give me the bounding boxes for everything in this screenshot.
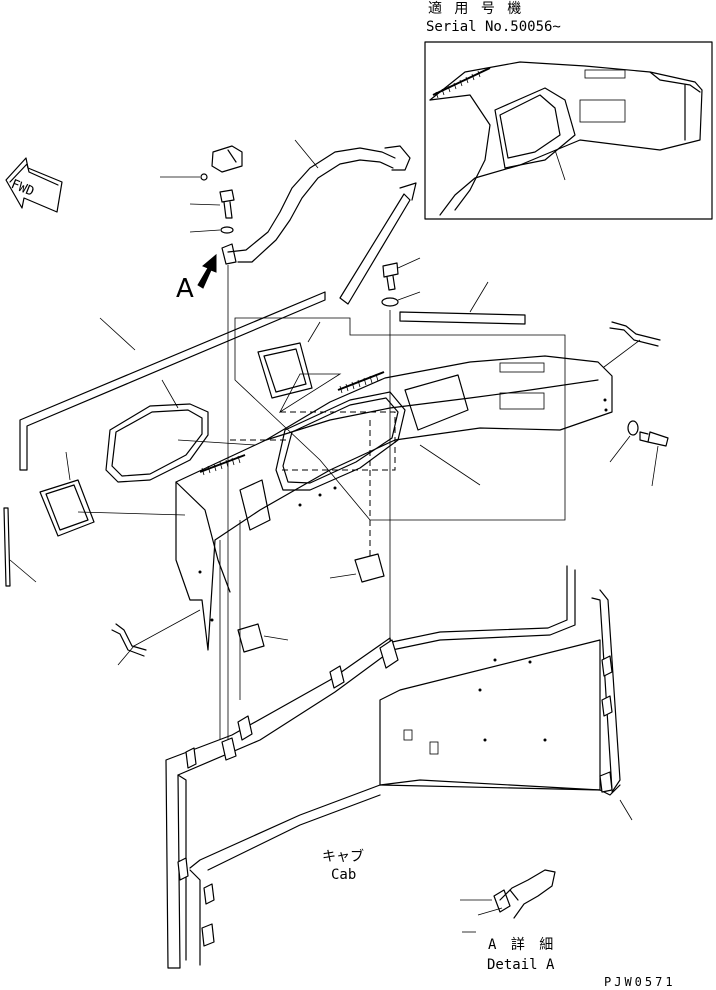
bent-rod-right bbox=[599, 321, 661, 371]
inset-detail bbox=[424, 41, 713, 220]
edge-strip bbox=[3, 507, 37, 587]
fwd-arrow-icon bbox=[5, 157, 63, 213]
cab-label-en: Cab bbox=[331, 867, 357, 883]
serial-label-en: Serial No.50056~ bbox=[426, 19, 561, 35]
center-bolts bbox=[381, 257, 421, 307]
rod-arrow bbox=[339, 182, 417, 305]
seal-strip bbox=[399, 281, 526, 325]
long-bar bbox=[19, 291, 326, 471]
seal-frames bbox=[39, 321, 342, 537]
hidden-lines bbox=[230, 411, 396, 560]
detail-a-sketch bbox=[460, 869, 556, 933]
assembly-lines bbox=[219, 265, 391, 745]
view-a-label: A bbox=[176, 274, 194, 304]
air-duct-hose bbox=[221, 139, 411, 265]
view-arrow-icon bbox=[197, 253, 217, 289]
cab-label-jp: キャブ bbox=[322, 849, 364, 865]
right-fasteners bbox=[609, 420, 669, 487]
cab-frame bbox=[165, 565, 633, 969]
pads bbox=[237, 553, 385, 653]
serial-label-jp: 適 用 号 機 bbox=[428, 1, 524, 17]
cab-panel bbox=[175, 317, 613, 651]
drawing-number: PJW0571 bbox=[604, 975, 676, 989]
lower-clip bbox=[111, 609, 201, 666]
detail-a-label-jp: A 詳 細 bbox=[488, 937, 557, 953]
clip-and-bolts bbox=[160, 145, 243, 234]
detail-a-label-en: Detail A bbox=[487, 957, 555, 973]
